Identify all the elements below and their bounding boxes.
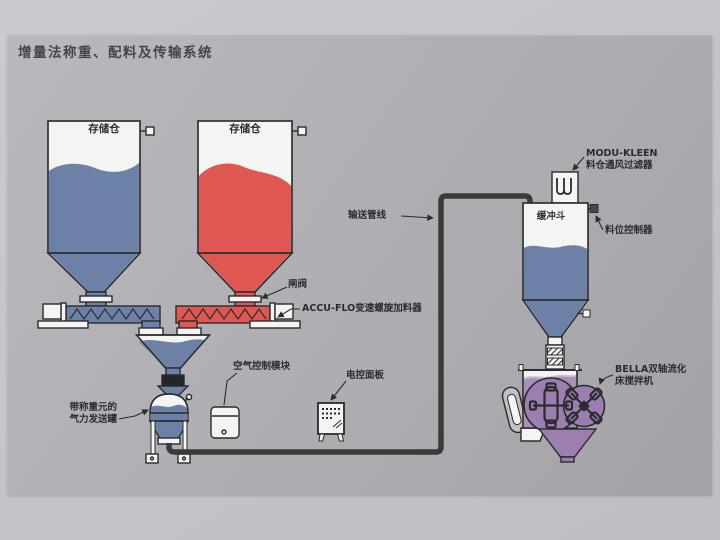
pipeline-label: 输送管线 [348, 210, 387, 221]
panel-buttons-icon [322, 408, 340, 419]
flex-coupling-icon [547, 347, 563, 356]
collection-funnel [134, 327, 212, 407]
storage-silo-left [46, 120, 155, 307]
weigh-vessel-leader [118, 409, 149, 420]
silo-right-level-sensor [291, 126, 307, 136]
fluidized-bed-mixer [501, 364, 606, 463]
hopper-level-controller [588, 204, 599, 213]
auger-screw-icon [69, 307, 155, 321]
panel-leader [330, 380, 347, 401]
bin-vent-filter-label: MODU-KLEEN 料仓通风过滤器 [586, 148, 658, 171]
flex-coupling-icon [547, 357, 563, 366]
screw-feeder-left [37, 302, 161, 332]
electric-panel-label: 电控面板 [346, 370, 385, 381]
page-title: 增量法称重、配料及传输系统 [18, 45, 213, 61]
gate-valve-label: 闸阀 [288, 279, 308, 290]
gate-valve-leader [261, 286, 288, 299]
feeder-left-motor [42, 303, 62, 320]
bin-vent-leader [572, 156, 585, 171]
buffer-hopper-label: 缓冲斗 [536, 211, 566, 222]
air-control-module [210, 406, 240, 439]
pneumatic-weigh-vessel [145, 393, 193, 464]
filter-cartridge-icon [556, 178, 572, 195]
hopper-cone-sensor [577, 309, 591, 318]
screw-feeder-label: ACCU-FLO变速螺旋加料器 [302, 303, 422, 314]
silo-right-label: 存储仓 [229, 123, 261, 135]
flexible-sleeve [161, 374, 185, 387]
storage-silo-right [196, 120, 307, 307]
air-module-leader [223, 372, 238, 406]
bin-vent-filter [551, 171, 579, 204]
mixer-leader [598, 374, 614, 385]
electric-control-panel [317, 402, 345, 442]
level-controller-label: 料位控制器 [605, 225, 653, 236]
conveying-pipeline [166, 193, 533, 455]
weigh-vessel-label: 带称重元的 气力发送罐 [69, 402, 117, 425]
silo-left-level-sensor [139, 126, 155, 136]
buffer-hopper [521, 202, 599, 370]
silo-left-label: 存储仓 [88, 123, 120, 135]
mixer-rotor-left-icon [528, 382, 574, 429]
mixer-rotor-right-icon [565, 387, 603, 425]
air-control-module-label: 空气控制模块 [233, 361, 291, 372]
mixer-label: BELLA双轴流化 床搅拌机 [615, 364, 687, 387]
screw-feeder-right [175, 302, 301, 332]
pipeline-leader [400, 214, 434, 221]
level-controller-leader [595, 215, 604, 231]
auger-screw-icon [181, 307, 267, 321]
leader-lines [118, 156, 614, 420]
screw-feeder-leader [277, 308, 300, 318]
gate-valve [228, 295, 262, 303]
feeder-right-motor [274, 303, 294, 320]
